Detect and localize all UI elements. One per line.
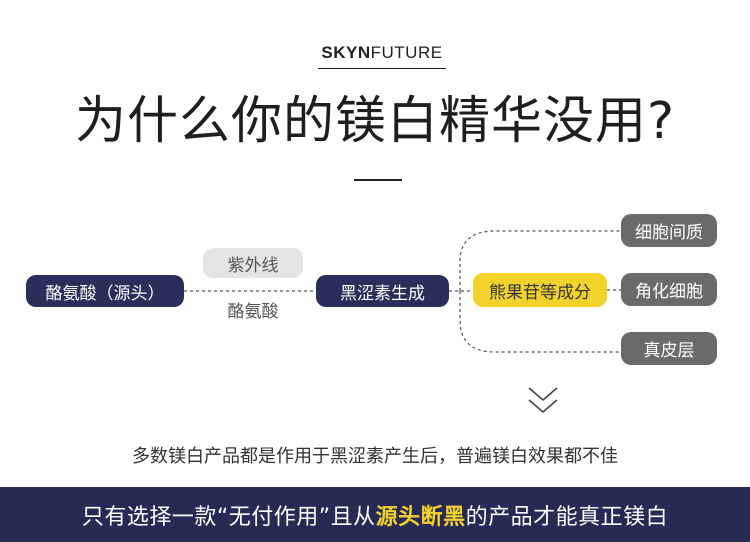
node-target-dermis: 真皮层 xyxy=(621,332,717,365)
node-target-keratinocyte: 角化细胞 xyxy=(621,273,717,306)
connector-branch-top xyxy=(459,230,621,291)
bottom-banner: 只有选择一款“无付作用”且从源头断黑的产品才能真正镁白 xyxy=(0,487,750,542)
brand-part1: SKYN xyxy=(321,43,371,62)
edge-label-tyrosine: 酪氨酸 xyxy=(227,302,279,322)
summary-text: 多数镁白产品都是作用于黑涩素产生后，普遍镁白效果都不佳 xyxy=(132,446,618,467)
edge-label-uv: 紫外线 xyxy=(203,248,303,278)
node-target-intercellular: 细胞间质 xyxy=(621,214,717,247)
title-divider xyxy=(354,179,402,181)
page-title: 为什么你的镁白精华没用? xyxy=(74,92,676,151)
chevron-down-icon xyxy=(528,387,558,414)
node-melanin: 黑涩素生成 xyxy=(316,275,449,307)
banner-highlight: 源头断黑 xyxy=(375,504,466,530)
brand-part2: FUTURE xyxy=(370,43,443,62)
banner-prefix: 只有选择一款“无付作用”且从 xyxy=(81,504,376,530)
banner-suffix: 的产品才能真正镁白 xyxy=(465,504,669,530)
connector-branch-bottom xyxy=(459,291,621,353)
node-tyrosine-source: 酪氨酸（源头） xyxy=(26,275,184,307)
node-ingredient: 熊果苷等成分 xyxy=(473,273,607,307)
brand-logo: SKYNFUTURE xyxy=(318,40,446,69)
